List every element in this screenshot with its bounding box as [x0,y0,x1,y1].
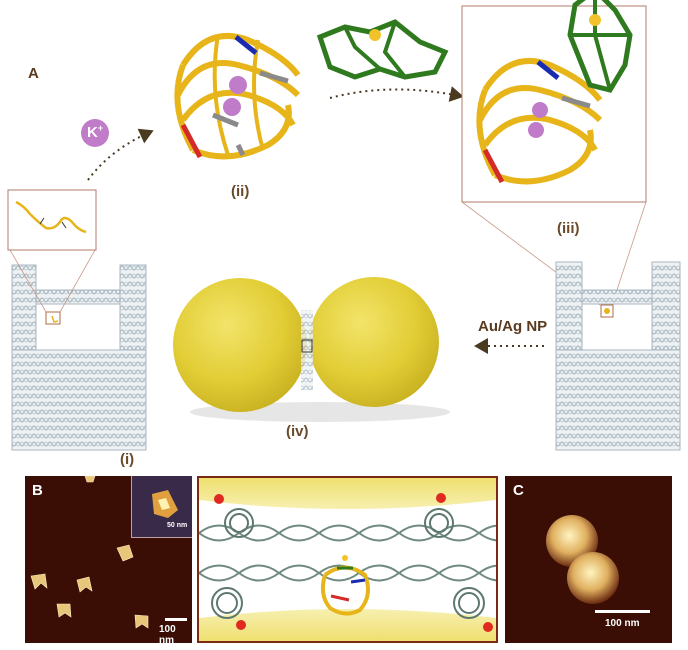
panel-b-afm: 50 nm 100 nm [25,476,192,643]
scale-bar [595,610,650,613]
nanoparticle-label: Au/Ag NP [478,318,548,335]
afm-inset [131,476,192,538]
g-quadruplex-icon [174,32,301,160]
potassium-label: K+ [87,123,103,141]
ion-symbol: K [87,124,98,141]
stage-label-iii: (iii) [557,220,580,237]
potassium-ion-icon [81,119,109,147]
afm-origami-particles [30,476,149,629]
panel-b-structure [197,476,498,643]
ion-charge: + [97,123,104,133]
gold-nanoparticle-icon [173,277,450,422]
stage-label-ii: (ii) [231,183,250,200]
stage-label-iv: (iv) [286,423,309,440]
panel-label-b: B [32,482,43,499]
panel-a: A K+ (ii) (iii) (i) (iv) Au/Ag NP [7,0,681,468]
nanoparticle-gap-structure [199,478,496,641]
panel-label-a: A [28,65,39,82]
ssdna-strand-icon [15,200,87,234]
panel-a-illustration [7,0,681,451]
afm-dimer [546,515,619,604]
scale-label-b: 100 nm [159,624,176,643]
panel-label-c: C [513,482,524,499]
dna-origami-icon [555,261,681,451]
inset-scale-label: 50 nm [167,522,188,529]
hemin-icon [316,19,449,80]
stage-label-i: (i) [120,451,135,468]
scale-label-c: 100 nm [605,618,640,629]
dna-origami-icon [11,264,147,451]
panel-c-afm: 100 nm [505,476,672,643]
g-quadruplex-hemin-icon [476,0,633,185]
dotted-arrow-icon [87,128,154,181]
scale-bar [165,618,187,621]
